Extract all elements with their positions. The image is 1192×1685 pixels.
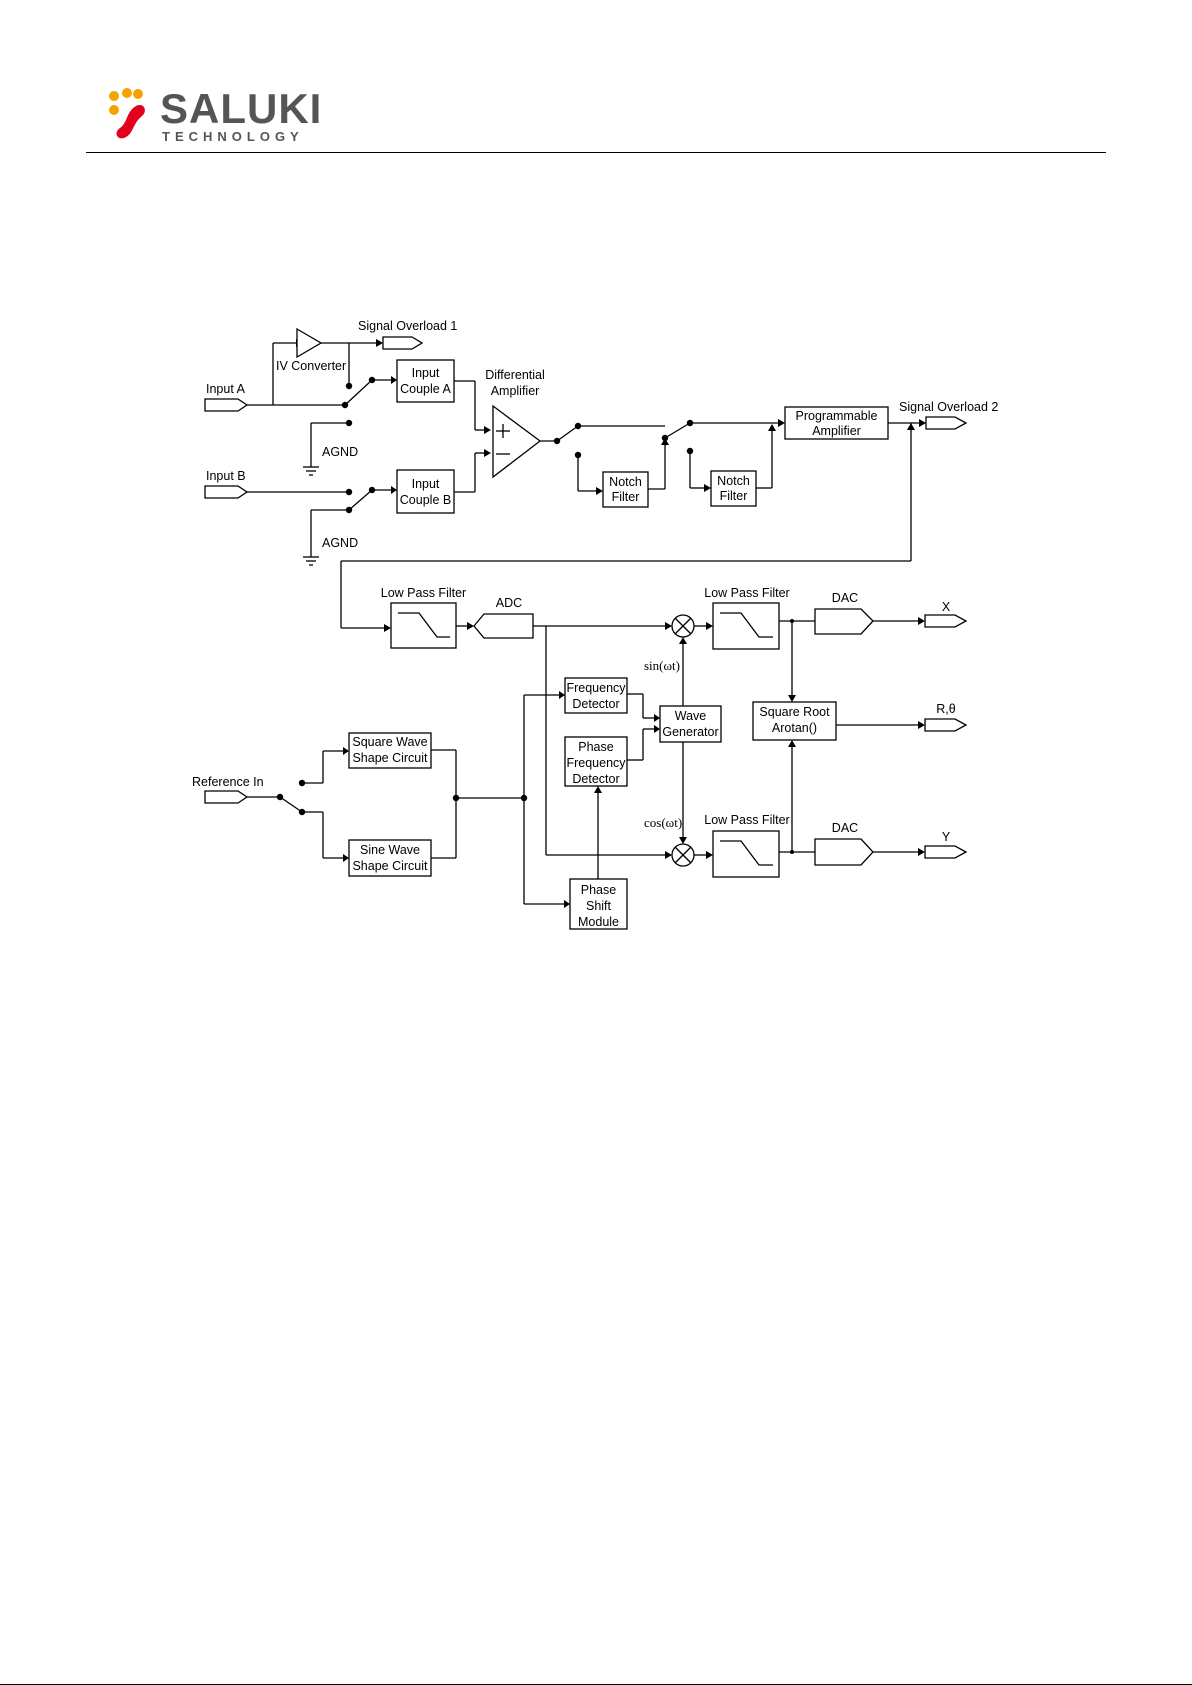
- input-b-port: [204, 485, 249, 499]
- output-x-label: X: [942, 600, 951, 614]
- notch-filter-2-block: [710, 470, 757, 507]
- square-wave-line2: Shape Circuit: [352, 751, 428, 765]
- header-divider: [86, 152, 1106, 153]
- low-pass-filter-x-block: [712, 602, 780, 650]
- square-root-arctan-block: [752, 701, 837, 741]
- output-y-port: [924, 845, 968, 859]
- input-couple-a-line2: Couple A: [400, 382, 451, 396]
- signal-overload-1-port: [382, 336, 424, 350]
- output-x-port: [924, 614, 968, 628]
- reference-in-label: Reference In: [192, 775, 264, 789]
- pfd-line2: Frequency: [566, 756, 626, 770]
- signal-overload-1-label: Signal Overload 1: [358, 319, 457, 333]
- page-header: SALUKI TECHNOLOGY: [0, 0, 1192, 160]
- phase-frequency-detector-block: [564, 736, 628, 787]
- input-couple-a-block: [396, 359, 455, 403]
- diff-amp-label-2: Amplifier: [491, 384, 540, 398]
- lpf-main-label: Low Pass Filter: [381, 586, 466, 600]
- notch-2-line2: Filter: [720, 489, 748, 503]
- agnd-b-label: AGND: [322, 536, 358, 550]
- reference-in-port: [204, 790, 249, 804]
- lpf-y-label: Low Pass Filter: [704, 813, 789, 827]
- prog-amp-line2: Amplifier: [812, 424, 861, 438]
- input-a-port: [204, 398, 249, 412]
- input-a-label: Input A: [206, 382, 246, 396]
- logo-mark-icon: [109, 88, 145, 139]
- psm-line3: Module: [578, 915, 619, 929]
- agnd-a-label: AGND: [322, 445, 358, 459]
- low-pass-filter-main-block: [390, 602, 457, 649]
- freq-det-line2: Detector: [572, 697, 619, 711]
- input-b-label: Input B: [206, 469, 246, 483]
- iv-converter-label: IV Converter: [276, 359, 346, 373]
- output-y-label: Y: [942, 830, 951, 844]
- input-couple-a-line1: Input: [412, 366, 440, 380]
- frequency-detector-block: [564, 677, 628, 714]
- saluki-logo: SALUKI TECHNOLOGY: [108, 86, 321, 146]
- dac-x-block: [814, 608, 874, 635]
- signal-overload-2-label: Signal Overload 2: [899, 400, 998, 414]
- dac-x-label: DAC: [832, 591, 858, 605]
- iv-converter: [296, 327, 323, 359]
- sine-wave-line2: Shape Circuit: [352, 859, 428, 873]
- logo-wordmark: SALUKI: [160, 85, 323, 132]
- notch-1-line1: Notch: [609, 475, 642, 489]
- sine-wave-line1: Sine Wave: [360, 843, 420, 857]
- wave-gen-line1: Wave: [675, 709, 707, 723]
- prog-amp-line1: Programmable: [796, 409, 878, 423]
- output-r-theta-port: [924, 718, 968, 732]
- sqrt-line2: Arotan(): [772, 721, 817, 735]
- psm-line1: Phase: [581, 883, 616, 897]
- low-pass-filter-y-block: [712, 830, 780, 878]
- output-r-theta-label: R,θ: [936, 702, 956, 716]
- cos-label: cos(ωt): [644, 815, 682, 830]
- diff-amp-label-1: Differential: [485, 368, 545, 382]
- square-wave-line1: Square Wave: [352, 735, 427, 749]
- differential-amplifier: [492, 404, 542, 479]
- freq-det-line1: Frequency: [566, 681, 626, 695]
- input-couple-b-line1: Input: [412, 477, 440, 491]
- sqrt-line1: Square Root: [759, 705, 830, 719]
- dac-y-block: [814, 838, 874, 866]
- input-couple-b-line2: Couple B: [400, 493, 451, 507]
- phase-shift-module-block: [569, 878, 628, 930]
- programmable-amplifier-block: [784, 406, 889, 440]
- adc-block: [473, 613, 534, 639]
- adc-label: ADC: [496, 596, 522, 610]
- dac-y-label: DAC: [832, 821, 858, 835]
- wave-gen-line2: Generator: [662, 725, 718, 739]
- pfd-line3: Detector: [572, 772, 619, 786]
- input-couple-b-block: [396, 469, 455, 514]
- sin-label: sin(ωt): [644, 658, 680, 673]
- lpf-x-label: Low Pass Filter: [704, 586, 789, 600]
- signal-overload-2-port: [925, 416, 968, 430]
- psm-line2: Shift: [586, 899, 612, 913]
- logo-subtitle: TECHNOLOGY: [162, 129, 304, 144]
- notch-1-line2: Filter: [612, 490, 640, 504]
- square-wave-shape-circuit-block: [348, 732, 432, 769]
- notch-2-line1: Notch: [717, 474, 750, 488]
- wave-generator-block: [659, 705, 722, 743]
- pfd-line1: Phase: [578, 740, 613, 754]
